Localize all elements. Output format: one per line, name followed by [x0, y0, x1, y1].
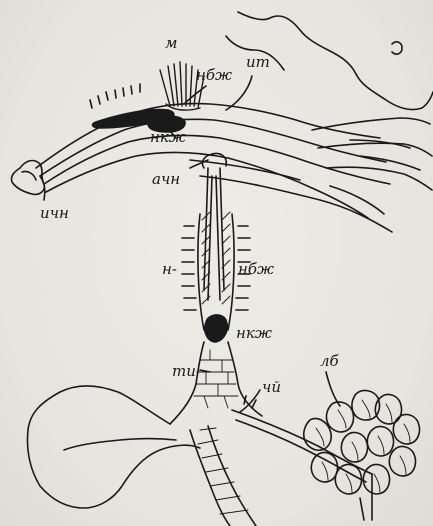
label-nkzh-mid: нкж: [236, 326, 272, 341]
label-ichn: ичн: [40, 206, 69, 221]
label-n: н-: [162, 262, 177, 277]
label-m: м: [165, 36, 177, 51]
leader-ichn: [40, 176, 45, 200]
small-knob: [392, 42, 402, 54]
label-nkzh-top: нкж: [150, 130, 186, 145]
label-nbzh-top: нбж: [196, 68, 232, 83]
label-it: ит: [246, 55, 270, 70]
lower-bands: [190, 426, 256, 526]
label-ti: ти-: [172, 364, 201, 379]
leader-lb: [326, 372, 340, 406]
left-lobe: [28, 386, 201, 508]
upper-tract-ticks: [90, 84, 140, 108]
vertical-structure: [170, 154, 262, 425]
label-achn: ачн: [152, 172, 180, 187]
label-chi: чй: [262, 380, 281, 395]
label-nbzh-mid: нбж: [238, 262, 274, 277]
lobed-gland: [304, 391, 420, 520]
label-lb: лб: [320, 354, 339, 369]
leader-chi: [240, 390, 260, 412]
